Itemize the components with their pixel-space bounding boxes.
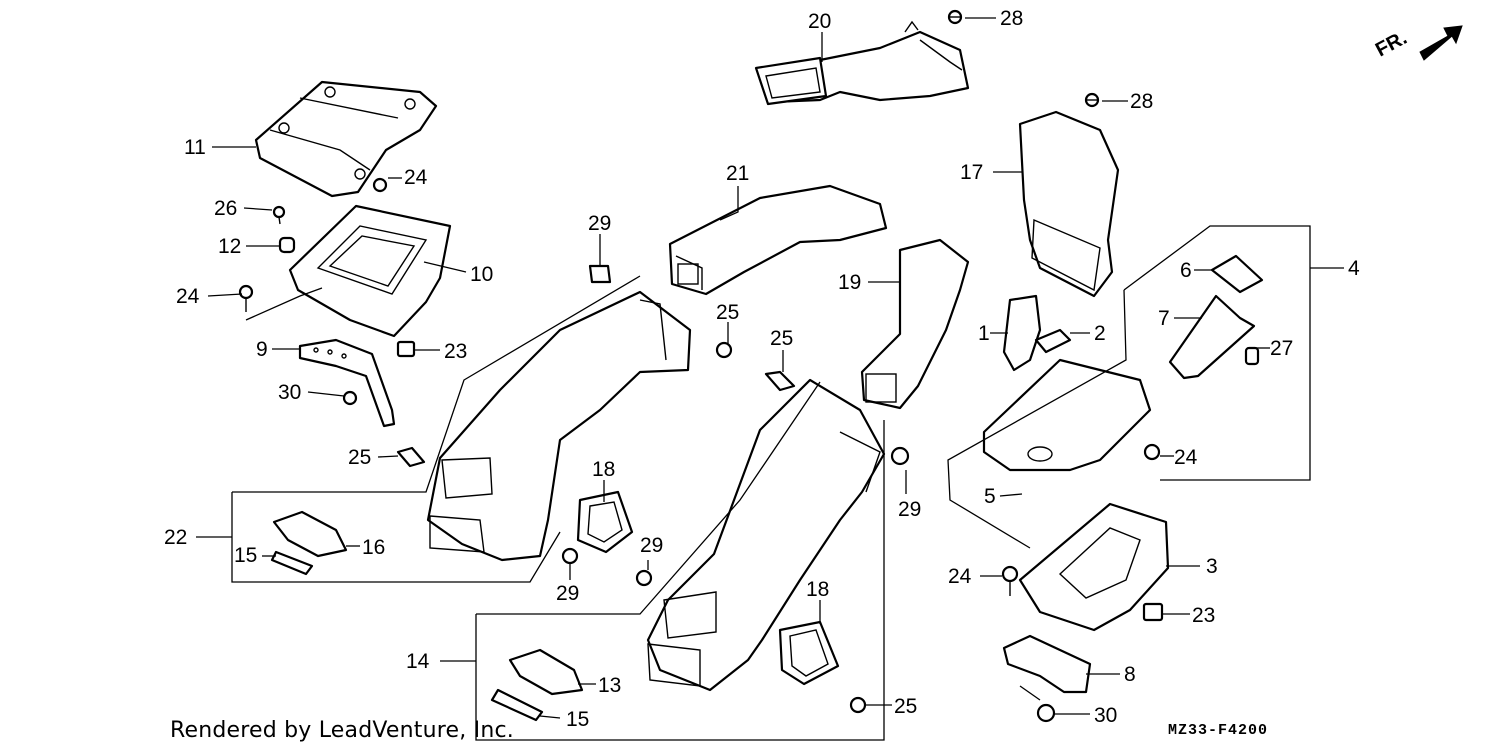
callout-10: 10 <box>470 263 493 286</box>
tray-3 <box>1018 502 1170 632</box>
callout-28: 28 <box>1130 90 1153 113</box>
callout-9: 9 <box>256 338 268 361</box>
bracket-7 <box>1168 294 1256 380</box>
callout-29: 29 <box>640 534 663 557</box>
bracket-6 <box>1210 254 1264 294</box>
bolt-30b <box>1036 703 1056 723</box>
bolt-29d <box>890 446 910 466</box>
callout-26: 26 <box>214 197 237 220</box>
callout-25: 25 <box>716 301 739 324</box>
callout-11: 11 <box>184 136 206 159</box>
air-duct-19 <box>860 238 970 410</box>
air-duct-20 <box>754 20 970 106</box>
callout-30: 30 <box>278 381 301 404</box>
callout-2: 2 <box>1094 322 1106 345</box>
air-duct-17 <box>1018 110 1120 298</box>
callout-3: 3 <box>1206 555 1218 578</box>
callout-14: 14 <box>406 650 430 673</box>
callout-18: 18 <box>806 578 829 601</box>
bolt-25c <box>764 370 796 392</box>
bracket-10 <box>288 204 452 338</box>
callout-25: 25 <box>348 446 371 469</box>
callout-24: 24 <box>948 565 972 588</box>
callout-24: 24 <box>404 166 428 189</box>
callout-21: 21 <box>726 162 749 185</box>
hinge-16 <box>272 510 348 558</box>
group-outline-4 <box>1123 225 1311 481</box>
bolt-24c <box>1143 443 1161 461</box>
callout-29: 29 <box>556 582 579 605</box>
callout-16: 16 <box>362 536 385 559</box>
bracket-9 <box>298 338 396 428</box>
bolt-25d <box>849 696 867 714</box>
callout-25: 25 <box>770 327 793 350</box>
callout-labels: 20 28 28 11 24 26 12 10 24 21 17 29 4 6 … <box>164 7 1360 731</box>
callout-13: 13 <box>598 674 621 697</box>
clip-2 <box>1034 328 1072 354</box>
callout-5: 5 <box>984 485 996 508</box>
grommet-12 <box>278 236 296 254</box>
callout-1: 1 <box>978 322 990 345</box>
bolt-28b <box>1084 92 1100 108</box>
callout-15: 15 <box>566 708 589 731</box>
bolt-29b <box>561 547 579 565</box>
callout-24: 24 <box>1174 446 1198 469</box>
clip-23a <box>396 340 416 358</box>
callout-7: 7 <box>1158 307 1170 330</box>
key-switch-1 <box>1002 294 1042 372</box>
group-outline-22b <box>232 275 641 493</box>
bolt-24d <box>1001 565 1019 596</box>
callout-12: 12 <box>218 235 241 258</box>
bolt-27 <box>1244 346 1260 366</box>
callout-28: 28 <box>1000 7 1023 30</box>
clip-23b <box>1142 602 1164 622</box>
bolt-24b <box>238 284 254 312</box>
bolt-29a <box>588 264 612 284</box>
callout-20: 20 <box>808 10 831 33</box>
callout-30: 30 <box>1094 704 1117 727</box>
gasket-18a <box>576 490 634 554</box>
callout-22: 22 <box>164 526 187 549</box>
render-credit: Rendered by LeadVenture, Inc. <box>170 718 514 743</box>
cover-plate-11 <box>254 80 438 198</box>
callout-8: 8 <box>1124 663 1136 686</box>
callout-18: 18 <box>592 458 615 481</box>
callout-17: 17 <box>960 161 983 184</box>
front-direction-arrow <box>1419 25 1463 61</box>
callout-6: 6 <box>1180 259 1192 282</box>
group-outline-14b <box>476 381 821 615</box>
bolt-25b <box>715 341 733 359</box>
bolt-24a <box>372 177 388 193</box>
hinge-13 <box>508 648 584 696</box>
callout-24: 24 <box>176 285 200 308</box>
air-duct-22 <box>426 290 692 562</box>
screw-26 <box>272 205 286 225</box>
callout-15: 15 <box>234 544 257 567</box>
bolt-29c <box>635 569 653 587</box>
bolt-30a <box>342 390 358 406</box>
callout-29: 29 <box>588 212 611 235</box>
air-duct-21 <box>668 184 888 296</box>
callout-29: 29 <box>898 498 921 521</box>
air-duct-14 <box>646 378 886 692</box>
group-outline-14 <box>475 420 885 741</box>
callout-4: 4 <box>1348 257 1360 280</box>
gasket-18b <box>778 620 840 686</box>
strip-15b <box>490 688 544 722</box>
callout-19: 19 <box>838 271 861 294</box>
group-outline-4b <box>947 289 1127 549</box>
leader-lines <box>196 17 1344 719</box>
bolt-25a <box>396 446 426 468</box>
bolt-28a <box>947 9 963 25</box>
diagram-code: MZ33-F4200 <box>1168 722 1269 739</box>
callout-23: 23 <box>444 340 467 363</box>
strip-15a <box>270 550 314 576</box>
bracket-8 <box>1002 634 1092 694</box>
cover-5 <box>982 358 1152 472</box>
callout-25: 25 <box>894 695 917 718</box>
callout-23: 23 <box>1192 604 1215 627</box>
callout-27: 27 <box>1270 337 1293 360</box>
